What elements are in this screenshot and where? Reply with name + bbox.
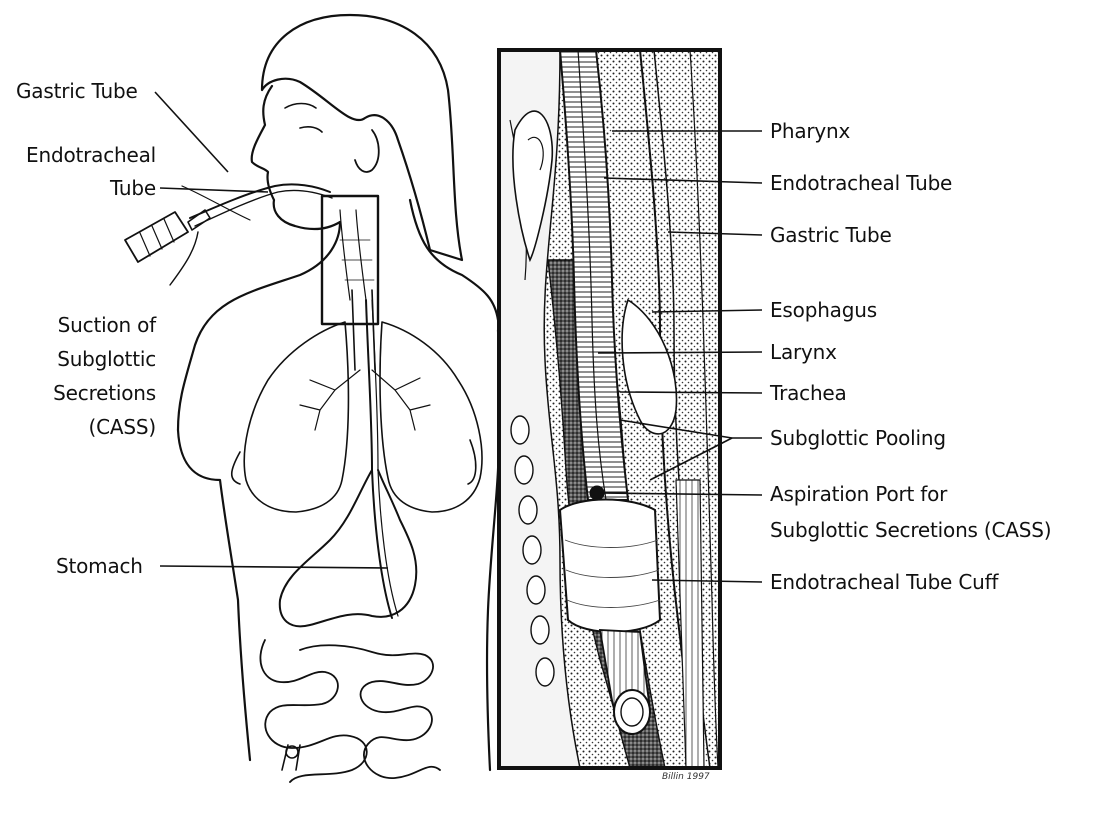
artist-signature: Billin 1997 xyxy=(662,772,710,782)
label-gastric-tube-left: Gastric Tube xyxy=(16,78,138,104)
tube-opening xyxy=(614,690,650,734)
gastric-line xyxy=(366,300,392,618)
leader-endotracheal-left xyxy=(160,188,268,192)
leader-gastric-tube-left xyxy=(155,92,228,172)
label-aspiration-line1: Aspiration Port for xyxy=(770,481,947,507)
right-lung xyxy=(380,322,482,512)
label-trachea: Trachea xyxy=(770,380,847,406)
label-subglottic-pooling: Subglottic Pooling xyxy=(770,425,946,451)
bronchi xyxy=(300,370,430,430)
leader-trachea xyxy=(620,392,762,393)
label-suction-line2: Subglottic xyxy=(10,346,156,372)
label-esophagus: Esophagus xyxy=(770,297,877,323)
label-endotracheal-line2: Tube xyxy=(10,175,156,201)
label-gastric-tube-right: Gastric Tube xyxy=(770,222,892,248)
detail-panel xyxy=(499,50,720,768)
hair xyxy=(262,15,462,260)
label-suction-line3: Secretions xyxy=(10,380,156,406)
endotracheal-cuff xyxy=(560,500,660,633)
label-stomach: Stomach xyxy=(56,553,143,579)
label-suction-line4: (CASS) xyxy=(10,414,156,440)
label-suction-line1: Suction of xyxy=(10,312,156,338)
label-endotracheal-line1: Endotracheal xyxy=(10,142,156,168)
intestines xyxy=(260,640,440,782)
stomach-shape xyxy=(280,470,417,626)
left-lung xyxy=(244,322,348,512)
human-figure xyxy=(125,15,500,782)
face xyxy=(252,86,340,229)
leader-larynx xyxy=(598,352,762,353)
label-endotracheal-tube: Endotracheal Tube xyxy=(770,170,952,196)
suction-device xyxy=(125,210,210,285)
label-aspiration-line2: Subglottic Secretions (CASS) xyxy=(770,517,1051,543)
label-pharynx: Pharynx xyxy=(770,118,850,144)
label-larynx: Larynx xyxy=(770,339,837,365)
label-endotracheal-cuff: Endotracheal Tube Cuff xyxy=(770,569,998,595)
leader-stomach xyxy=(160,566,388,568)
